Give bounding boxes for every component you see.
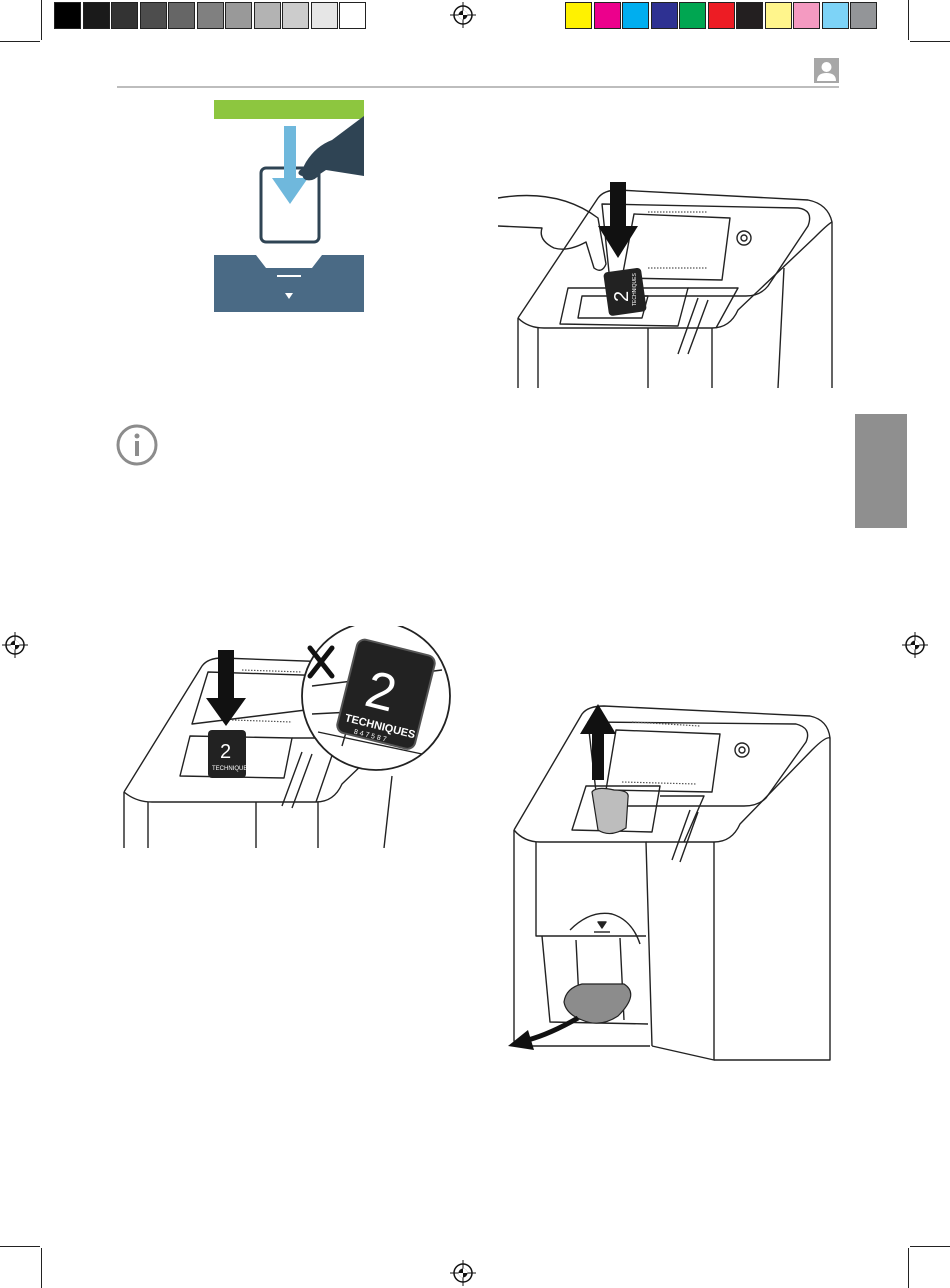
chapter-side-tab — [855, 414, 907, 528]
grayscale-swatch — [225, 2, 252, 29]
grayscale-swatch — [311, 2, 338, 29]
process-swatch — [850, 2, 877, 29]
grayscale-swatch — [54, 2, 81, 29]
registration-mark-icon — [450, 1260, 476, 1286]
grayscale-swatch — [282, 2, 309, 29]
process-swatch — [622, 2, 649, 29]
registration-mark-icon — [2, 632, 28, 658]
plate-label: 2 — [611, 291, 633, 302]
process-swatch — [793, 2, 820, 29]
grayscale-swatch — [140, 2, 167, 29]
process-swatch — [565, 2, 592, 29]
process-swatch — [736, 2, 763, 29]
registration-mark-icon — [902, 632, 928, 658]
registration-mark-icon — [450, 2, 476, 28]
plate-brand: TECHNIQUES — [632, 273, 638, 306]
grayscale-swatch — [254, 2, 281, 29]
grayscale-swatch — [83, 2, 110, 29]
grayscale-swatch — [339, 2, 366, 29]
process-swatch — [651, 2, 678, 29]
crop-mark — [910, 41, 950, 42]
header-rule — [117, 86, 839, 88]
device-insert-plate-illustration: 2 TECHNIQUES — [498, 178, 838, 388]
process-swatch — [708, 2, 735, 29]
info-icon — [115, 423, 159, 467]
grayscale-swatch — [111, 2, 138, 29]
process-swatch — [765, 2, 792, 29]
device-remove-plate-illustration — [500, 700, 835, 1072]
crop-mark — [908, 0, 909, 40]
process-swatch — [679, 2, 706, 29]
crop-mark — [41, 0, 42, 40]
user-icon — [814, 58, 839, 83]
insert-plate-pictogram — [214, 100, 364, 312]
crop-mark — [0, 1246, 40, 1247]
crop-mark — [908, 1248, 909, 1288]
plate-label: 2 — [220, 741, 231, 763]
grayscale-swatch — [168, 2, 195, 29]
process-swatch — [594, 2, 621, 29]
plate-brand: TECHNIQUES — [212, 766, 251, 772]
grayscale-swatch — [197, 2, 224, 29]
device-wrong-orientation-illustration: 2 TECHNIQUES 2 TECHNIQUES 847587 — [122, 626, 452, 848]
crop-mark — [41, 1248, 42, 1288]
process-swatch — [822, 2, 849, 29]
crop-mark — [910, 1246, 950, 1247]
crop-mark — [0, 41, 40, 42]
